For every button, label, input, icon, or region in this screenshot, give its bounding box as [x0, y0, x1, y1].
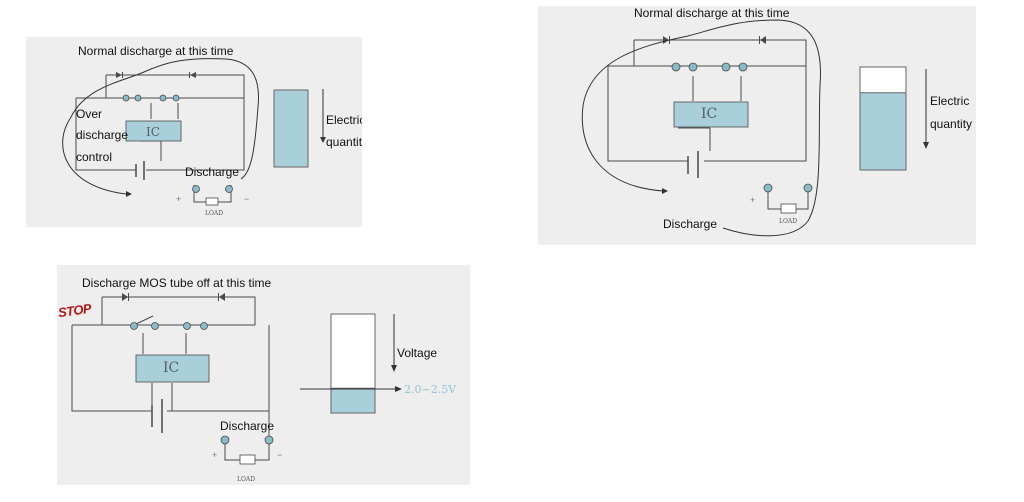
panel1-ic-label: IC — [146, 125, 160, 139]
panel1-discharge-label: Discharge — [185, 165, 240, 179]
panel1-minus: − — [244, 194, 250, 204]
panel-mos-off: Discharge MOS tube off at this time STOP… — [57, 265, 470, 485]
panel1-side-label-2: discharge — [76, 128, 129, 142]
panel1-load-label: LOAD — [205, 210, 224, 217]
panel3-minus: − — [277, 450, 283, 460]
panel3-load-label: LOAD — [237, 476, 256, 483]
electric-quantity-meter — [273, 89, 309, 168]
panel3-ic-label: IC — [163, 360, 180, 376]
panel3-meter-label: Voltage — [397, 346, 438, 360]
panel3-discharge-label: Discharge — [220, 419, 275, 433]
diode-icon — [116, 72, 196, 78]
mos-switch-icon — [122, 94, 180, 102]
panel3-plus: + — [212, 450, 218, 460]
panel1-plus: + — [176, 194, 182, 204]
panel1-meter-label-1: Electric — [326, 113, 362, 127]
panel2-meter-label-2: quantity — [930, 117, 973, 131]
current-flow-path — [62, 58, 260, 195]
panel2-meter-label-1: Electric — [930, 94, 970, 108]
panel2-plus: + — [750, 195, 756, 205]
panel3-voltage-value: 2.0~2.5V — [404, 383, 457, 396]
meter-fill — [859, 92, 907, 171]
panel2-load-label: LOAD — [779, 218, 798, 225]
ic-chip-icon — [125, 120, 182, 142]
circuit-diagram-3 — [71, 293, 402, 465]
panel3-title: Discharge MOS tube off at this time — [82, 276, 272, 290]
load-resistor-icon — [205, 197, 219, 206]
panel1-meter-label-2: quantity — [326, 135, 362, 149]
panel1-side-label-1: Over — [76, 107, 103, 121]
panel1-title: Normal discharge at this time — [78, 44, 234, 58]
circuit-diagram-1 — [62, 58, 326, 206]
meter-fill — [330, 387, 376, 414]
panel2-discharge-label: Discharge — [663, 217, 718, 231]
panel-normal-discharge-partial: Normal discharge at this time IC Dischar… — [538, 6, 976, 245]
panel-normal-discharge-full: Normal discharge at this time Over disch… — [26, 37, 362, 227]
panel2-ic-label: IC — [701, 106, 718, 122]
circuit-diagram-2 — [581, 19, 929, 237]
panel1-side-label-3: control — [76, 150, 113, 164]
panel2-title: Normal discharge at this time — [634, 6, 790, 20]
